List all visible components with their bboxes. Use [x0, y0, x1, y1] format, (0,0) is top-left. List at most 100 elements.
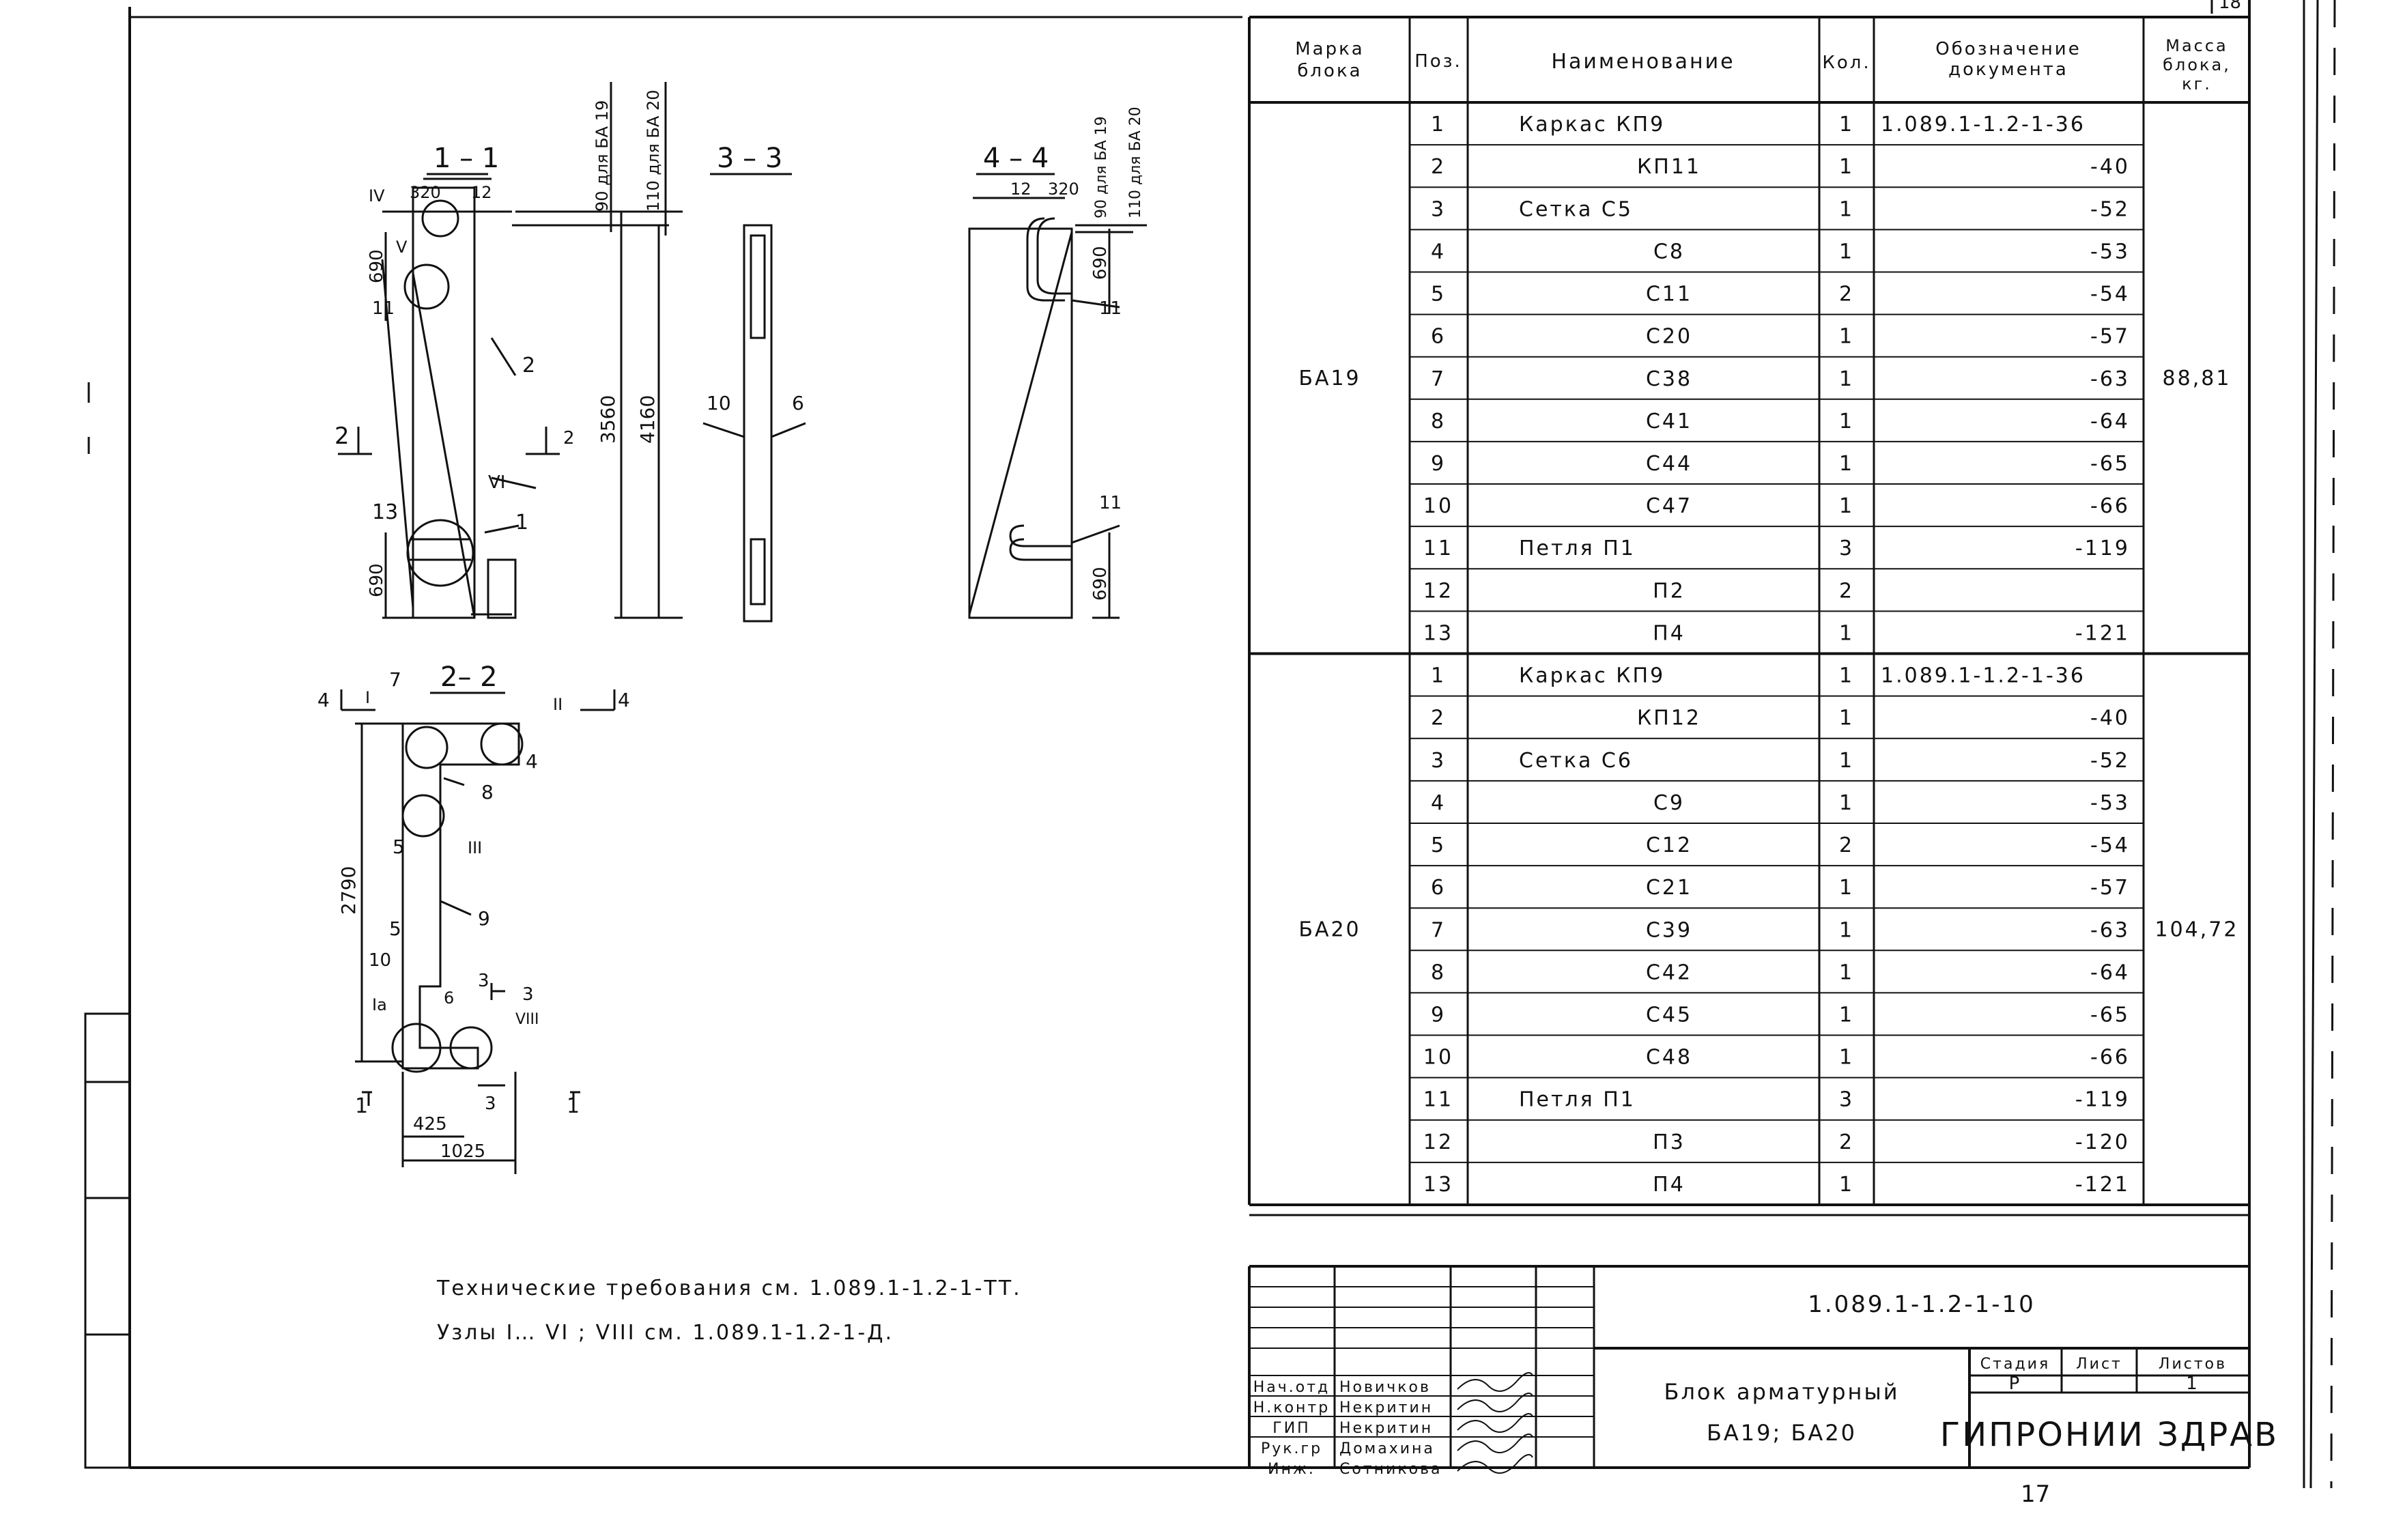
row-name: КП12: [1637, 707, 1701, 730]
row-doc: -65: [2090, 1003, 2130, 1027]
svg-text:6: 6: [444, 988, 454, 1008]
header-doc: Обозначение: [1935, 39, 2081, 59]
svg-text:690: 690: [367, 249, 387, 283]
svg-text:6: 6: [792, 392, 804, 414]
row-name: Каркас КП9: [1519, 113, 1665, 137]
signer-role: ГИП: [1272, 1420, 1310, 1437]
row-name: С45: [1646, 1003, 1692, 1027]
row-qty: 1: [1839, 960, 1854, 984]
row-qty: 1: [1839, 876, 1854, 900]
svg-text:320: 320: [1048, 180, 1079, 199]
svg-text:3 – 3: 3 – 3: [717, 143, 782, 174]
view-3-3: 3 – 3 10 6: [702, 143, 806, 623]
row-qty: 1: [1839, 621, 1854, 645]
row-pos: 8: [1431, 960, 1446, 984]
svg-text:3: 3: [478, 971, 489, 991]
sheet-label: Лист: [2076, 1356, 2122, 1373]
block-mark: БА20: [1298, 917, 1361, 941]
svg-text:90 для БА 19: 90 для БА 19: [593, 100, 612, 212]
row-doc: -66: [2090, 1046, 2130, 1070]
svg-text:13: 13: [372, 500, 398, 524]
svg-text:690: 690: [1090, 567, 1111, 601]
row-qty: 1: [1839, 367, 1854, 391]
svg-text:II: II: [553, 695, 563, 714]
view-1-1-title: 1 – 1: [433, 143, 499, 174]
row-name: С20: [1646, 325, 1692, 349]
row-doc: -66: [2090, 494, 2130, 518]
row-name: С42: [1646, 960, 1692, 984]
row-name: КП11: [1637, 155, 1701, 179]
row-doc: 1.089.1-1.2-1-36: [1881, 113, 2086, 137]
row-qty: 1: [1839, 197, 1854, 221]
svg-text:V: V: [396, 238, 408, 257]
row-qty: 1: [1839, 707, 1854, 730]
row-name: С44: [1646, 452, 1692, 476]
row-doc: -53: [2090, 791, 2130, 815]
svg-text:2: 2: [563, 428, 575, 448]
row-name: П2: [1653, 579, 1685, 603]
svg-text:5: 5: [393, 836, 405, 858]
svg-text:110 для БА 20: 110 для БА 20: [644, 90, 663, 212]
row-name: Сетка С6: [1519, 749, 1633, 773]
svg-text:1: 1: [355, 1094, 368, 1118]
row-qty: 1: [1839, 240, 1854, 263]
signature-mark: [1457, 1393, 1533, 1412]
right-edge-marks: [2303, 0, 2336, 1489]
row-doc: -54: [2090, 283, 2130, 306]
note-nodes-reference: Узлы I… VI ; VIII см. 1.089.1-1.2-1-Д.: [437, 1321, 894, 1345]
row-qty: 1: [1839, 664, 1854, 688]
sheets-value: 1: [2186, 1373, 2200, 1394]
note-technical-requirements: Технические требования см. 1.089.1-1.2-1…: [437, 1277, 1022, 1300]
row-pos: 9: [1431, 452, 1446, 476]
row-doc: -40: [2090, 707, 2130, 730]
row-doc: -52: [2090, 749, 2130, 773]
svg-text:11: 11: [1099, 493, 1122, 513]
svg-text:III: III: [468, 838, 482, 857]
header-mark: Марка: [1295, 39, 1365, 59]
svg-text:320: 320: [410, 183, 441, 202]
row-qty: 1: [1839, 749, 1854, 773]
stage-label: Стадия: [1980, 1356, 2050, 1373]
row-name: Петля П1: [1519, 537, 1636, 560]
row-qty: 2: [1839, 1130, 1854, 1154]
row-doc: 1.089.1-1.2-1-36: [1881, 664, 2086, 688]
block-mass: 104,72: [2155, 917, 2239, 941]
row-qty: 2: [1839, 833, 1854, 857]
sheets-label: Листов: [2159, 1356, 2227, 1373]
svg-text:4 – 4: 4 – 4: [983, 143, 1049, 174]
row-doc: -64: [2090, 960, 2130, 984]
svg-text:690: 690: [1090, 246, 1111, 280]
svg-text:1: 1: [567, 1094, 580, 1118]
header-qty: Кол.: [1822, 53, 1870, 73]
row-name: П3: [1653, 1130, 1685, 1154]
svg-text:8: 8: [481, 781, 494, 803]
row-name: С38: [1646, 367, 1692, 391]
document-number: 1.089.1-1.2-1-10: [1808, 1291, 2036, 1318]
row-name: Сетка С5: [1519, 197, 1633, 221]
svg-text:110 для БА 20: 110 для БА 20: [1127, 106, 1144, 218]
svg-text:Iа: Iа: [372, 995, 387, 1014]
svg-text:5: 5: [389, 917, 401, 940]
signer-name: Домахина: [1339, 1440, 1435, 1457]
svg-text:VI: VI: [488, 472, 505, 493]
signature-mark: [1457, 1454, 1533, 1474]
row-doc: -120: [2075, 1130, 2130, 1154]
binding-strip: [84, 382, 131, 1469]
signer-name: Сотникова: [1339, 1461, 1442, 1478]
row-qty: 1: [1839, 452, 1854, 476]
row-pos: 6: [1431, 325, 1446, 349]
row-pos: 3: [1431, 197, 1446, 221]
row-pos: 11: [1423, 1088, 1453, 1112]
row-pos: 10: [1423, 1046, 1453, 1070]
svg-text:3: 3: [522, 984, 534, 1005]
row-qty: 1: [1839, 410, 1854, 433]
svg-text:VIII: VIII: [515, 1011, 539, 1028]
row-name: С41: [1646, 410, 1692, 433]
svg-text:1: 1: [515, 511, 528, 534]
signer-role: Инж.: [1268, 1461, 1315, 1478]
header-mass: кг.: [2182, 74, 2212, 94]
svg-text:425: 425: [413, 1114, 447, 1135]
row-pos: 2: [1431, 155, 1446, 179]
